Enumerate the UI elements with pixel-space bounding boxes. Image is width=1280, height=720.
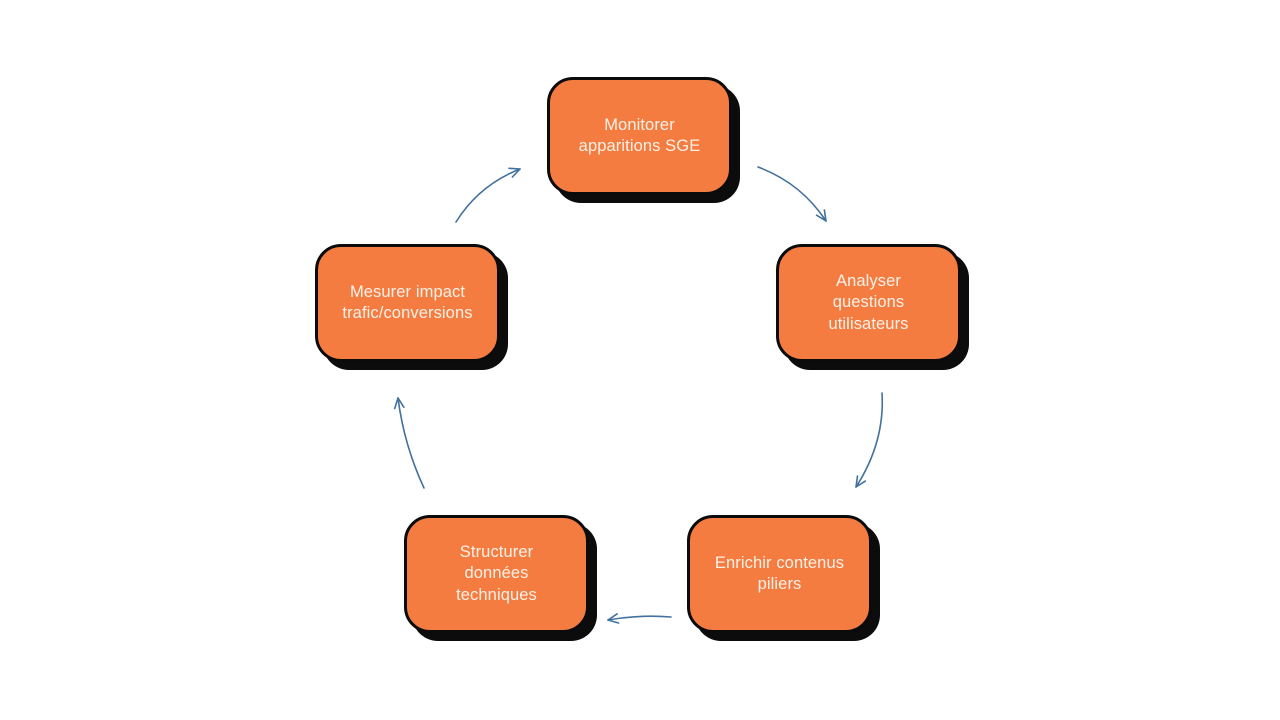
node-structurer-donnees: Structurer données techniques	[404, 515, 589, 633]
arrow-analyser-to-enrichir	[855, 392, 884, 488]
node-mesurer-impact: Mesurer impact trafic/conversions	[315, 244, 500, 362]
arrow-monitorer-to-analyser	[757, 166, 827, 222]
node-monitorer-sge-label: Monitorer apparitions SGE	[578, 115, 701, 156]
node-analyser-questions: Analyser questions utilisateurs	[776, 244, 961, 362]
node-enrichir-contenus: Enrichir contenus piliers	[687, 515, 872, 633]
node-monitorer-sge: Monitorer apparitions SGE	[547, 77, 732, 195]
arrow-mesurer-to-monitorer	[455, 167, 521, 223]
node-mesurer-impact-label: Mesurer impact trafic/conversions	[342, 282, 473, 323]
arrow-enrichir-to-structurer	[607, 613, 672, 624]
node-enrichir-contenus-label: Enrichir contenus piliers	[714, 553, 845, 594]
arrow-structurer-to-mesurer	[393, 397, 425, 489]
node-structurer-donnees-label: Structurer données techniques	[456, 542, 537, 604]
node-analyser-questions-label: Analyser questions utilisateurs	[828, 271, 909, 333]
